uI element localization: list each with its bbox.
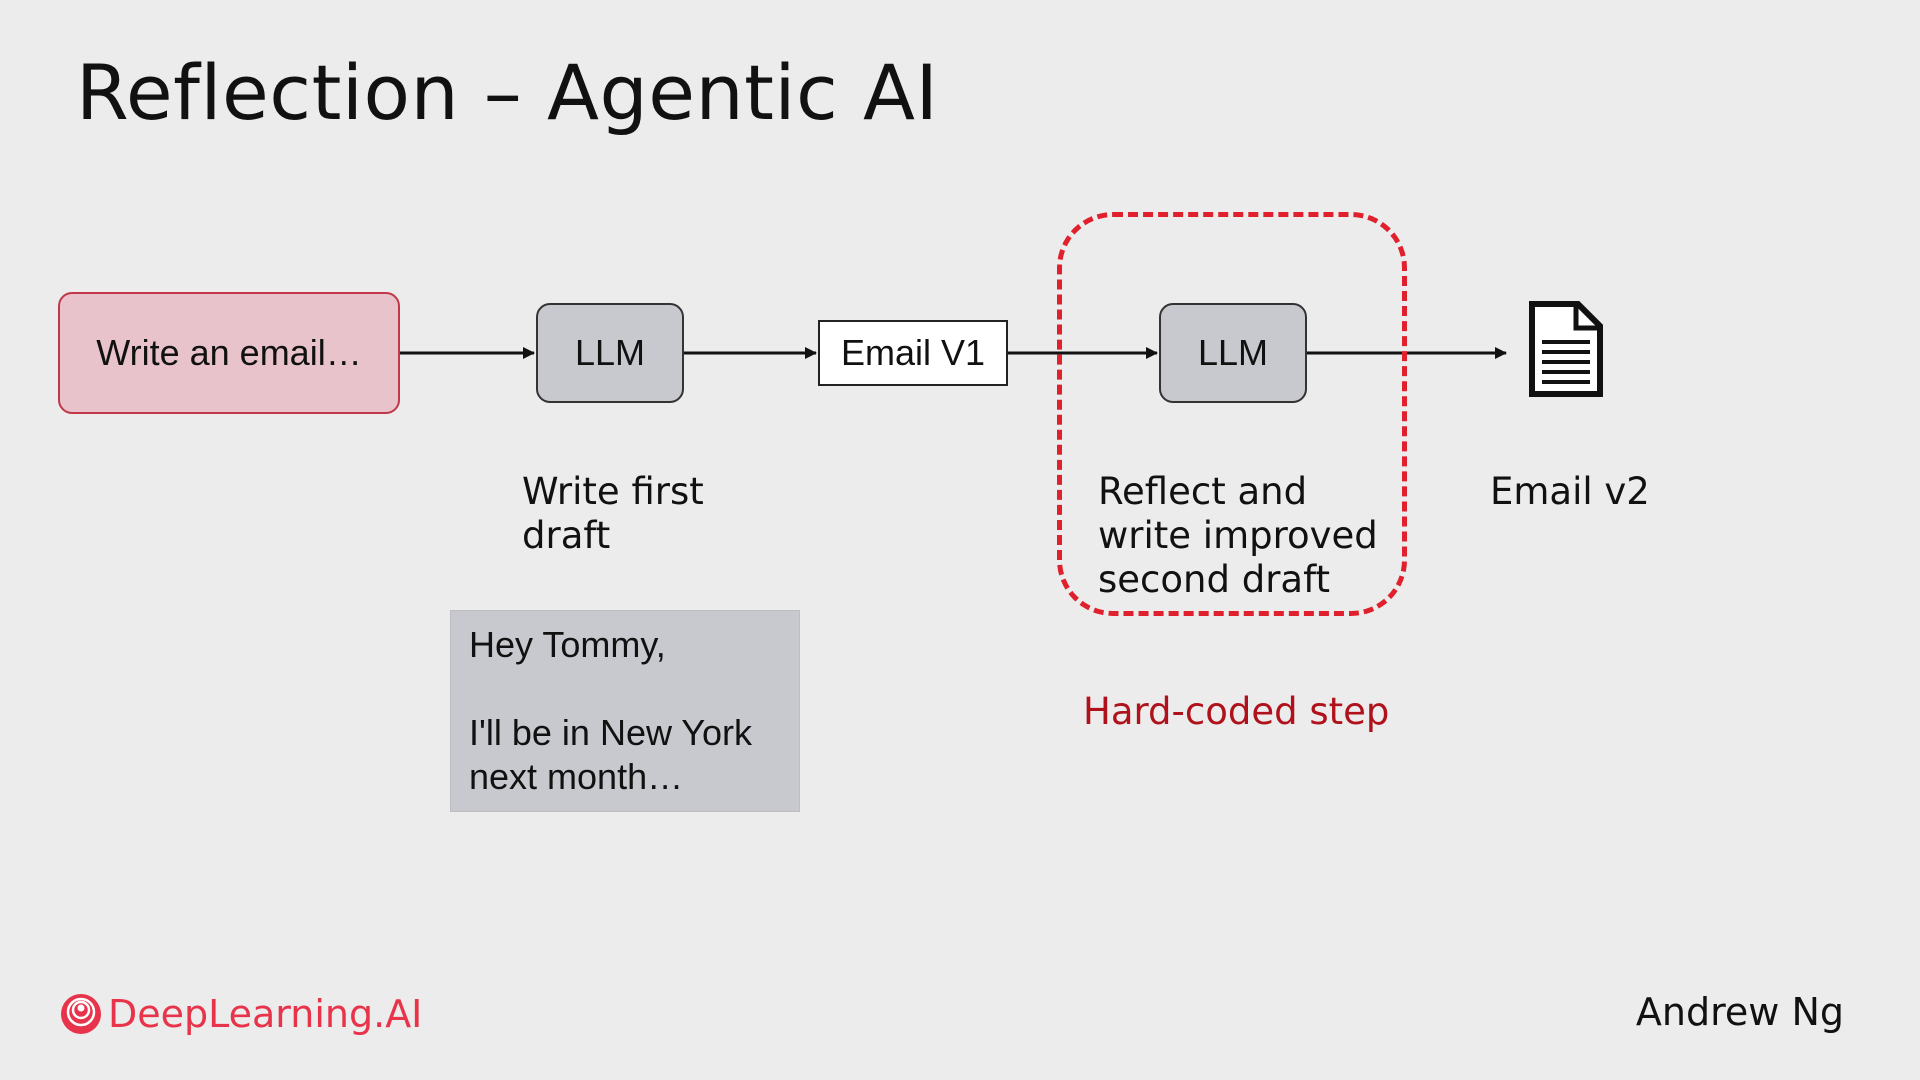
llm-reflection-box: LLM: [1159, 303, 1307, 403]
hardcoded-step-label: Hard-coded step: [1083, 690, 1390, 733]
draft-preview-box: Hey Tommy, I'll be in New York next mont…: [450, 610, 800, 812]
deeplearning-logo-icon: [61, 994, 101, 1034]
prompt-box: Write an email…: [58, 292, 400, 414]
email-v1-box: Email V1: [818, 320, 1008, 386]
document-icon: [1529, 301, 1603, 397]
brand-name: DeepLearning.AI: [108, 992, 423, 1036]
hardcoded-step-region: [1057, 212, 1407, 616]
draft-line: Hey Tommy,: [469, 624, 666, 665]
llm-first-draft-box: LLM: [536, 303, 684, 403]
caption-reflect-second-draft: Reflect and write improved second draft: [1098, 470, 1378, 601]
draft-line: next month…: [469, 756, 684, 797]
caption-write-first-draft: Write first draft: [522, 470, 704, 557]
draft-line: [469, 667, 781, 711]
author-name: Andrew Ng: [1635, 990, 1844, 1034]
draft-line: I'll be in New York: [469, 712, 753, 753]
slide-title: Reflection – Agentic AI: [76, 48, 939, 137]
caption-email-v2: Email v2: [1490, 470, 1650, 513]
brand-logo: DeepLearning.AI: [60, 992, 422, 1036]
